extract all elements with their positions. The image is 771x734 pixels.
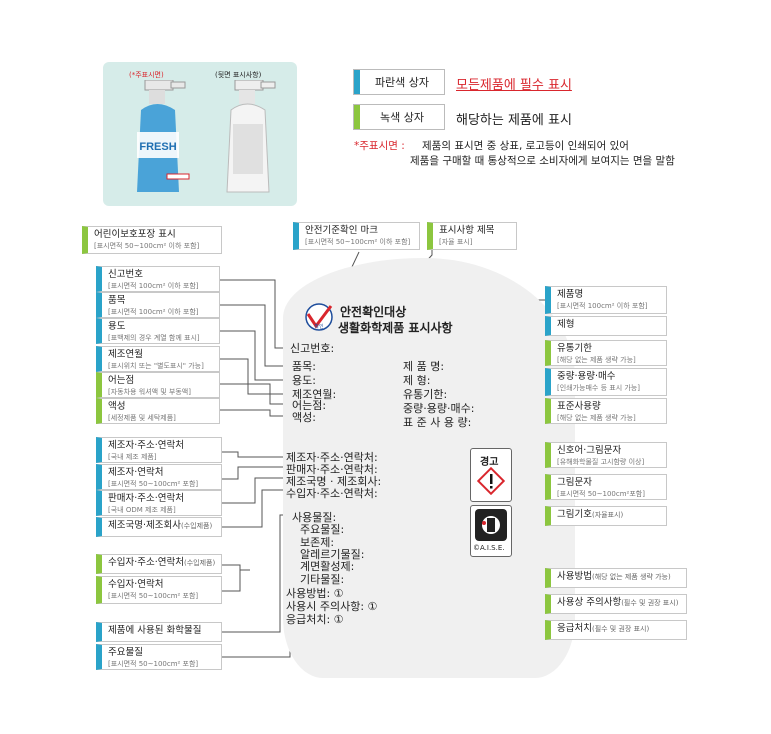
field-expiration: 유통기한: xyxy=(403,388,448,401)
field-standard-usage: 표 준 사 용 량: xyxy=(403,416,472,429)
field-freezing-point: 어는점: xyxy=(292,399,327,412)
front-caption: (*주표시면) xyxy=(129,71,164,79)
aise-wash-hands-icon xyxy=(475,509,507,541)
label-safety-mark: 안전기준확인 마크[표시면적 50~100cm² 이하 포함] xyxy=(293,222,420,250)
legend-blue-box: 파란색 상자 xyxy=(353,69,445,95)
field-item: 품목: xyxy=(292,360,316,373)
label-product-name: 제품명[표시면적 100cm² 이하 포함] xyxy=(545,286,667,314)
bottle-title-1: 안전확인대상 xyxy=(340,305,407,319)
exclamation-hazard-icon xyxy=(477,467,505,495)
field-manufacture-date: 제조연월: xyxy=(292,388,337,401)
field-use: 용도: xyxy=(292,374,316,387)
label-freezing-point: 어는점[자동차용 워셔액 및 부동액] xyxy=(96,372,220,398)
field-weight-volume: 중량·용량·매수: xyxy=(403,402,475,415)
note-line-2: 제품을 구매할 때 통상적으로 소비자에게 보여지는 면을 말함 xyxy=(410,155,675,167)
label-main-substances: 주요물질[표시면적 50~100cm² 포함] xyxy=(96,644,222,670)
label-weight-volume: 중량·용량·매수[인쇄가능매수 등 표시 가능] xyxy=(545,368,667,396)
label-child-protection: 어린이보호포장 표시[표시면적 50~100cm² 이하 포함] xyxy=(82,226,222,254)
safety-check-mark-icon: 확인 xyxy=(305,303,333,331)
label-pictogram: 그림문자[표시면적 50~100cm²포함] xyxy=(545,474,667,500)
label-item: 품목[표시면적 100cm² 이하 포함] xyxy=(96,292,220,318)
legend-green-desc: 해당하는 제품에 표시 xyxy=(456,113,572,128)
legend-green-box: 녹색 상자 xyxy=(353,104,445,130)
note-line-1: 제품의 표시면 중 상표, 로고등이 인쇄되어 있어 xyxy=(422,140,629,152)
label-chemicals-used: 제품에 사용된 화학물질 xyxy=(96,622,222,642)
label-manufacturer-contact: 제조자·연락처[표시면적 50~100cm² 포함] xyxy=(96,464,222,490)
label-signal-word: 신호어·그림문자[유해화학물질 고시함량 이상] xyxy=(545,442,667,468)
field-substances-used: 사용물질: xyxy=(292,511,337,524)
front-bottle-image: FRESH xyxy=(137,80,190,192)
field-preservative: 보존제: xyxy=(300,536,335,549)
svg-text:확인: 확인 xyxy=(314,323,324,330)
field-surfactant: 계면활성제: xyxy=(300,560,355,573)
back-bottle-image xyxy=(226,80,276,193)
aise-symbol-box: ©A.I.S.E. xyxy=(470,505,512,557)
label-display-title: 표시사항 제목[자율 표시] xyxy=(427,222,517,250)
field-other-substances: 기타물질: xyxy=(300,573,345,586)
field-precautions: 사용시 주의사항: ① xyxy=(286,600,378,613)
field-importer: 수입자·주소·연락처: xyxy=(286,487,378,500)
label-ph: 액성[세정제품 및 세탁제품] xyxy=(96,398,220,424)
label-standard-usage: 표준사용량[해당 없는 제품 생략 가능] xyxy=(545,398,667,424)
label-manufacture-date: 제조연월[표시위치 또는 "별도표시" 가능] xyxy=(96,346,220,372)
legend-blue-desc: 모든제품에 필수 표시 xyxy=(456,78,572,93)
bottle-title-2: 생활화학제품 표시사항 xyxy=(338,321,453,335)
field-seller: 판매자·주소·연락처: xyxy=(286,463,378,476)
label-seller-address: 판매자·주소·연락처[국내 ODM 제조 제품] xyxy=(96,490,222,516)
field-allergen: 알레르기물질: xyxy=(300,548,365,561)
back-caption: (뒷면 표시사항) xyxy=(215,71,262,79)
warning-word: 경고 xyxy=(480,457,499,468)
field-main-substances: 주요물질: xyxy=(300,523,345,536)
label-form: 제형 xyxy=(545,316,667,336)
label-origin-country: 제조국명·제조회사(수입제품) xyxy=(96,517,222,537)
label-use: 용도[표백제의 경우 계열 함께 표시] xyxy=(96,318,220,344)
label-expiration: 유통기한[해당 없는 제품 생략 가능] xyxy=(545,340,667,366)
label-symbol: 그림기호(자율표시) xyxy=(545,506,667,526)
label-first-aid: 응급처치(필수 및 권장 표시) xyxy=(545,620,687,640)
field-manufacturer: 제조자·주소·연락처: xyxy=(286,451,378,464)
field-usage-method: 사용방법: ① xyxy=(286,587,344,600)
label-importer-address: 수입자·주소·연락처(수입제품) xyxy=(96,554,222,574)
field-form: 제 형: xyxy=(403,374,431,387)
label-precautions: 사용상 주의사항(필수 및 권장 표시) xyxy=(545,594,687,614)
note-label: *주표시면 : xyxy=(354,140,405,152)
bottle-brand-text: FRESH xyxy=(139,141,176,153)
label-manufacturer-address: 제조자·주소·연락처[국내 제조 제품] xyxy=(96,437,222,463)
field-ph: 액성: xyxy=(292,411,316,424)
label-usage-method: 사용방법(해당 없는 제품 생략 가능) xyxy=(545,568,687,588)
product-photo: (*주표시면) (뒷면 표시사항) FRESH xyxy=(103,62,297,206)
bottle-label-background xyxy=(283,258,575,678)
field-first-aid: 응급처치: ① xyxy=(286,613,344,626)
aise-text: ©A.I.S.E. xyxy=(473,544,505,552)
label-importer-contact: 수입자·연락처[표시면적 50~100cm² 포함] xyxy=(96,576,222,604)
field-product-name: 제 품 명: xyxy=(403,360,445,373)
hazard-pictogram-box: 경고 xyxy=(470,448,512,502)
label-report-number: 신고번호[표시면적 100cm² 이하 포함] xyxy=(96,266,220,292)
field-report-number: 신고번호: xyxy=(290,342,335,355)
field-origin: 제조국명 · 제조회사: xyxy=(286,475,382,488)
